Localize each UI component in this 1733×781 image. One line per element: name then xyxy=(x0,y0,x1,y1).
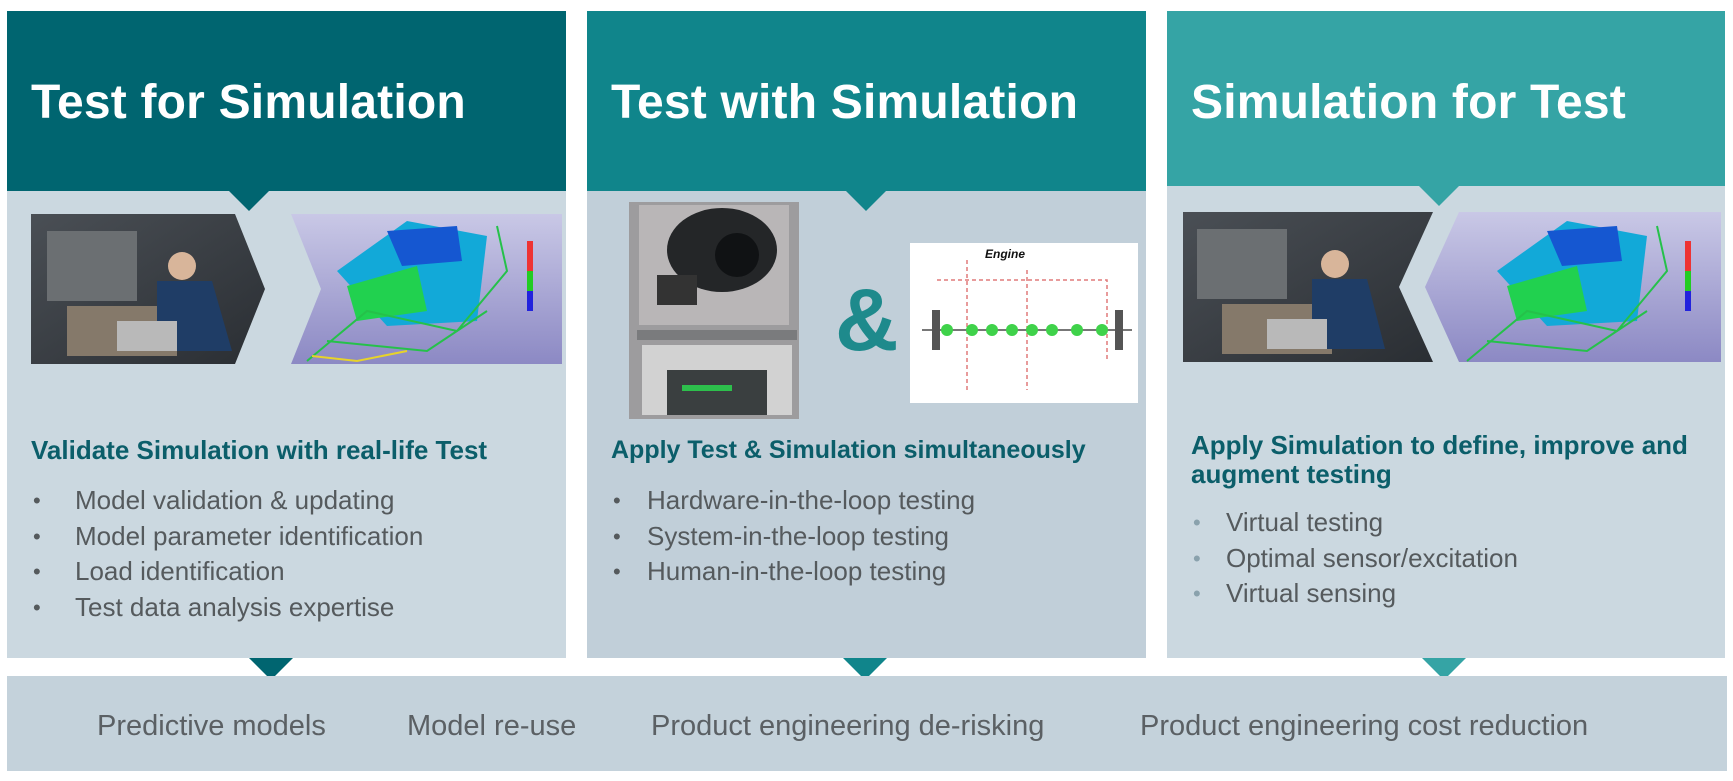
list-item: Human-in-the-loop testing xyxy=(611,554,975,590)
column-subtitle: Apply Test & Simulation simultaneously xyxy=(611,436,1086,464)
list-item: Virtual testing xyxy=(1191,505,1518,541)
list-item: Optimal sensor/excitation xyxy=(1191,541,1518,577)
column-test-for-simulation: Test for Simulation xyxy=(7,11,566,658)
column-test-with-simulation: Test with Simulation & xyxy=(587,11,1146,658)
ampersand: & xyxy=(835,270,899,369)
hil-hardware-and-engine-diagram xyxy=(629,202,1138,419)
column-subtitle: Validate Simulation with real-life Test xyxy=(31,435,488,465)
media-area: & Engine xyxy=(587,202,1146,419)
column-subtitle: Apply Simulation to define, improve and … xyxy=(1191,430,1688,489)
column-header: Test with Simulation xyxy=(587,11,1146,191)
header-arrow xyxy=(229,191,269,211)
list-item: Test data analysis expertise xyxy=(31,590,423,626)
list-item: Model validation & updating xyxy=(31,483,423,519)
bullet-list: Virtual testing Optimal sensor/excitatio… xyxy=(1191,505,1518,612)
test-and-fe-model-images xyxy=(31,214,562,364)
list-item: Load identification xyxy=(31,554,423,590)
benefit-item: Product engineering de-risking xyxy=(651,710,1045,742)
media-area xyxy=(1167,211,1725,411)
bullet-list: Hardware-in-the-loop testing System-in-t… xyxy=(611,483,975,590)
benefits-bar: Predictive models Model re-use Product e… xyxy=(7,676,1727,771)
engine-diagram-image xyxy=(910,243,1138,403)
benefit-item: Model re-use xyxy=(407,710,577,742)
bottom-arrow xyxy=(843,658,887,680)
engine-diagram-title: Engine xyxy=(985,247,1026,261)
media-area xyxy=(7,211,566,411)
test-and-fe-model-images-reversed xyxy=(1183,212,1721,362)
list-item: Model parameter identification xyxy=(31,519,423,555)
list-item: Hardware-in-the-loop testing xyxy=(611,483,975,519)
bottom-arrow xyxy=(1422,658,1466,680)
column-title: Test for Simulation xyxy=(31,76,466,129)
benefit-item: Predictive models xyxy=(97,710,326,742)
header-arrow xyxy=(846,191,886,211)
list-item: Virtual sensing xyxy=(1191,576,1518,612)
column-header: Simulation for Test xyxy=(1167,11,1725,186)
column-header: Test for Simulation xyxy=(7,11,566,191)
column-title: Simulation for Test xyxy=(1191,76,1626,129)
benefit-item: Product engineering cost reduction xyxy=(1140,710,1589,742)
bottom-arrow xyxy=(249,658,293,680)
column-simulation-for-test: Simulation for Test xyxy=(1167,11,1725,658)
bullet-list: Model validation & updating Model parame… xyxy=(31,483,423,625)
header-arrow xyxy=(1419,186,1459,206)
column-title: Test with Simulation xyxy=(611,76,1079,129)
list-item: System-in-the-loop testing xyxy=(611,519,975,555)
